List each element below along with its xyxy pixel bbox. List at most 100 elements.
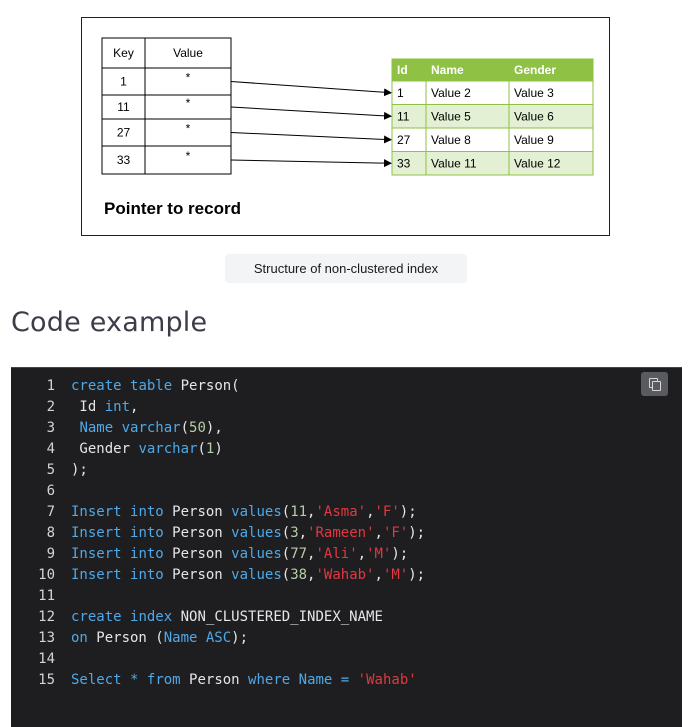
code-line: 13 on Person (Name ASC); [11, 628, 682, 649]
code-text: Select * from Person where Name = 'Wahab… [71, 670, 417, 691]
code-token: into [130, 525, 164, 541]
line-number: 9 [46, 546, 55, 562]
code-text: create index NON_CLUSTERED_INDEX_NAME [71, 607, 383, 628]
line-number: 5 [46, 462, 55, 478]
index-pointer-cell: * [186, 149, 191, 163]
code-token: Person [163, 525, 232, 541]
line-number: 4 [46, 441, 55, 457]
code-token: 'Rameen' [307, 525, 375, 541]
code-token: 'F' [374, 504, 400, 520]
code-token: ); [391, 546, 409, 562]
code-line: 3 Name varchar(50), [11, 418, 682, 439]
code-token: Person [163, 546, 232, 562]
data-cell: Value 5 [431, 110, 471, 124]
code-text: Insert into Person values(38,'Wahab','M'… [71, 565, 425, 586]
line-number: 6 [46, 483, 55, 499]
pointer-arrow [230, 132, 392, 144]
code-token: Insert [71, 546, 122, 562]
code-token: Insert [71, 525, 122, 541]
code-token: ( [180, 420, 190, 436]
code-text: ); [71, 460, 88, 481]
data-cell: Value 9 [514, 133, 554, 147]
code-text: Id int, [71, 397, 138, 418]
code-line: 2 Id int, [11, 397, 682, 418]
index-table [101, 37, 232, 175]
code-token: Name [79, 420, 114, 436]
code-token: , [366, 504, 375, 520]
code-token: Select [71, 672, 122, 688]
code-token: , [374, 567, 383, 583]
code-token: values [231, 567, 282, 583]
data-cell: 27 [397, 133, 411, 147]
data-header-cell: Name [431, 63, 464, 77]
code-token: * [130, 672, 139, 688]
data-cell: Value 8 [431, 133, 471, 147]
code-token: int [104, 399, 131, 415]
code-token: ( [281, 567, 291, 583]
line-number: 13 [38, 630, 55, 646]
section-heading: Code example [11, 307, 208, 338]
code-token [122, 567, 130, 583]
code-token: ( [197, 441, 206, 457]
code-token [349, 672, 357, 688]
code-token: 'Wahab' [315, 567, 375, 583]
data-table-row [391, 151, 594, 176]
index-key-cell: 33 [117, 153, 131, 167]
code-token: , [307, 504, 316, 520]
code-text: on Person (Name ASC); [71, 628, 248, 649]
code-token: on [71, 630, 88, 646]
code-line: 11 [11, 586, 682, 607]
code-token: from [146, 672, 181, 688]
pointer-arrow [230, 159, 392, 168]
code-token: 'Wahab' [357, 672, 417, 688]
index-key-cell: 27 [117, 126, 131, 140]
copy-button[interactable] [641, 372, 668, 396]
code-token: values [231, 525, 282, 541]
index-pointer-cell: * [186, 96, 191, 110]
code-line: 6 [11, 481, 682, 502]
code-token: 'Asma' [315, 504, 367, 520]
code-token: 1 [205, 441, 215, 457]
code-token [138, 672, 146, 688]
index-pointer-cell: * [186, 71, 191, 85]
code-token: Insert [71, 504, 122, 520]
code-token: ); [408, 525, 426, 541]
code-token: 'F' [382, 525, 409, 541]
code-token: , [307, 567, 316, 583]
code-token: ), [205, 420, 223, 436]
line-number: 12 [38, 609, 55, 625]
code-line: 14 [11, 649, 682, 670]
data-table-row [391, 104, 594, 129]
index-key-cell: 1 [120, 75, 127, 89]
code-token: Gender [71, 441, 139, 457]
code-token: ASC [205, 630, 232, 646]
code-text: Gender varchar(1) [71, 439, 223, 460]
code-token: NON_CLUSTERED_INDEX_NAME [172, 609, 383, 625]
line-number: 8 [46, 525, 55, 541]
code-token: Person [163, 567, 232, 583]
code-token: ) [214, 441, 223, 457]
data-cell: Value 6 [514, 110, 554, 124]
code-token: ( [281, 546, 291, 562]
code-token: 3 [290, 525, 299, 541]
code-token: Name [163, 630, 198, 646]
code-line: 4 Gender varchar(1) [11, 439, 682, 460]
code-line: 15 Select * from Person where Name = 'Wah… [11, 670, 682, 691]
data-table-header [391, 58, 594, 82]
code-token: , [130, 399, 139, 415]
code-token: values [231, 546, 282, 562]
code-line: 5); [11, 460, 682, 481]
line-number: 3 [46, 420, 55, 436]
code-token: 11 [290, 504, 308, 520]
code-line: 12 create index NON_CLUSTERED_INDEX_NAME [11, 607, 682, 628]
code-token [122, 525, 130, 541]
data-cell: 11 [397, 110, 410, 124]
code-token: into [130, 546, 164, 562]
line-number: 15 [38, 672, 55, 688]
code-token: , [307, 546, 316, 562]
